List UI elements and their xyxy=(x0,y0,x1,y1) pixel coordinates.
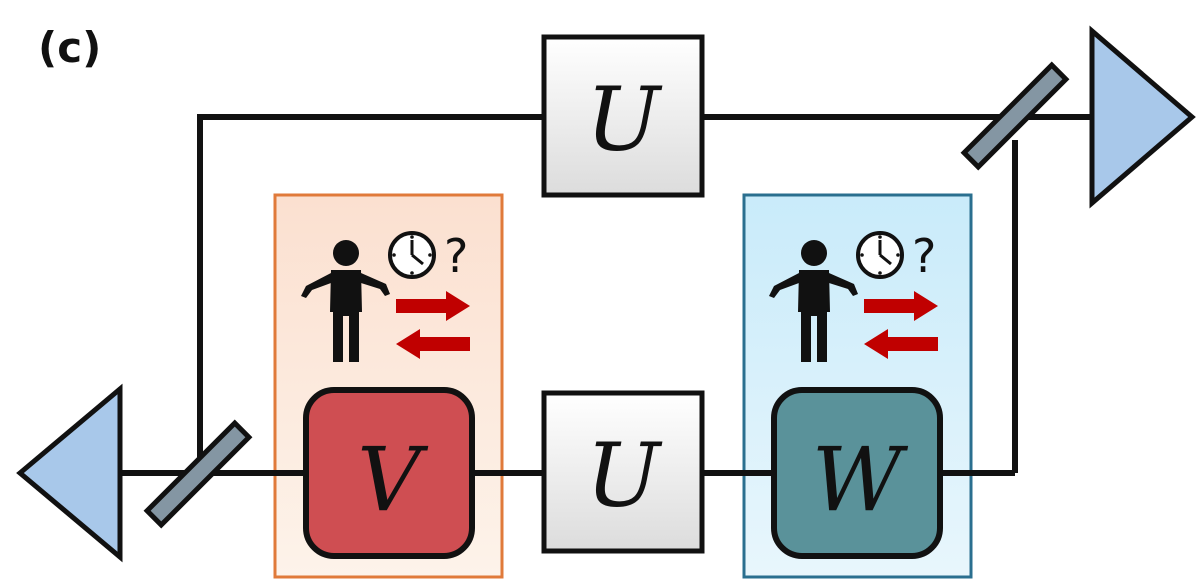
v-agent: ? xyxy=(301,229,470,362)
right-triangle-icon xyxy=(1089,25,1196,209)
question-mark: ? xyxy=(912,229,936,283)
w-gate: W xyxy=(771,387,943,559)
clock-icon xyxy=(856,231,904,279)
left-beam-splitter-icon xyxy=(143,419,253,529)
panel-label: (c) xyxy=(38,23,101,72)
w-agent: ? xyxy=(769,229,938,362)
top-u-gate-label: U xyxy=(586,68,663,171)
clock-icon xyxy=(388,231,436,279)
bottom-u-gate-label: U xyxy=(586,424,663,527)
v-gate-label: V xyxy=(357,428,429,531)
exchange-arrows-icon xyxy=(396,291,470,359)
question-mark: ? xyxy=(444,229,468,283)
top-u-gate: U xyxy=(541,34,705,198)
w-gate-label: W xyxy=(812,428,909,531)
person-icon xyxy=(301,240,390,362)
right-beam-splitter-icon xyxy=(960,61,1070,171)
left-triangle-icon xyxy=(16,383,123,563)
person-icon xyxy=(769,240,858,362)
bottom-u-gate: U xyxy=(541,390,705,554)
v-gate: V xyxy=(303,387,475,559)
exchange-arrows-icon xyxy=(864,291,938,359)
